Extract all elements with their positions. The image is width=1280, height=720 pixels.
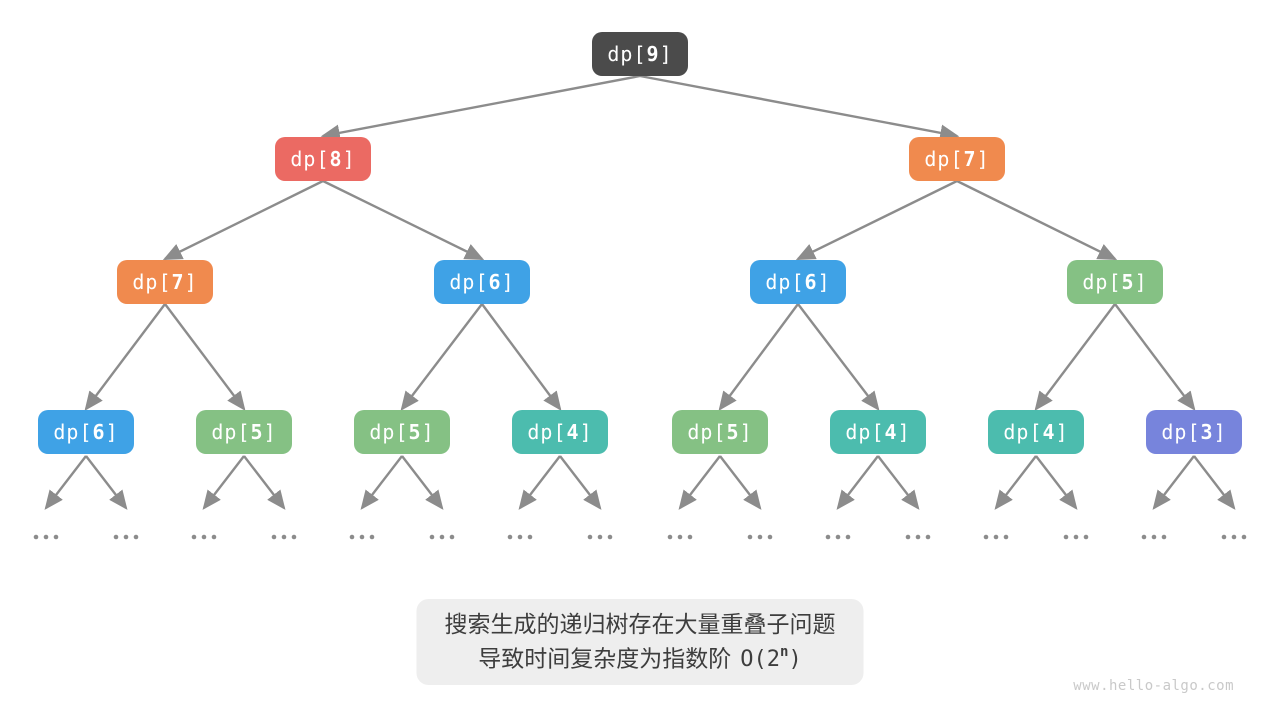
caption-line2-text: 导致时间复杂度为指数阶 (478, 645, 732, 672)
complexity-formula: O(2n) (740, 644, 802, 673)
caption-box: 搜索生成的递归树存在大量重叠子问题 导致时间复杂度为指数阶 O(2n) (416, 599, 864, 686)
caption-line1: 搜索生成的递归树存在大量重叠子问题 (444, 611, 836, 637)
caption-line2: 导致时间复杂度为指数阶 O(2n) (445, 639, 836, 675)
watermark: www.hello-algo.com (1073, 678, 1234, 694)
